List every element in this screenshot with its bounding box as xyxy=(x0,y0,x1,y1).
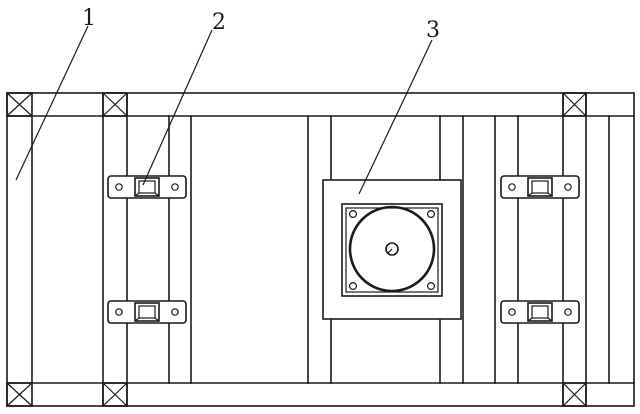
leader-lines xyxy=(15,25,433,195)
rotor-hub xyxy=(385,242,399,256)
leader-line-2 xyxy=(142,29,213,186)
bolt-icon xyxy=(349,210,358,219)
bolt-icon xyxy=(349,282,358,291)
joint-box-top-left xyxy=(6,92,33,117)
frame xyxy=(6,92,635,407)
bracket-top-right xyxy=(500,175,580,199)
callout-2: 2 xyxy=(212,10,226,35)
joint-box-top-a xyxy=(102,92,128,117)
frame-outer-border xyxy=(6,92,635,407)
joint-box-top-f xyxy=(562,92,587,117)
bracket-bottom-right xyxy=(500,300,580,324)
callout-1: 1 xyxy=(82,6,96,31)
bolt-icon xyxy=(427,210,436,219)
leader-line-3 xyxy=(358,39,433,195)
joint-box-bottom-left xyxy=(6,382,33,407)
leader-line-1 xyxy=(15,25,89,181)
bracket-top-left xyxy=(107,175,187,199)
joint-box-bottom-f xyxy=(562,382,587,407)
callout-3: 3 xyxy=(426,18,440,43)
center-unit xyxy=(322,179,462,320)
bolt-icon xyxy=(427,282,436,291)
joint-box-bottom-a xyxy=(102,382,128,407)
center-unit-housing xyxy=(341,203,443,297)
bracket-bottom-left xyxy=(107,300,187,324)
rotor-disc xyxy=(348,205,436,293)
